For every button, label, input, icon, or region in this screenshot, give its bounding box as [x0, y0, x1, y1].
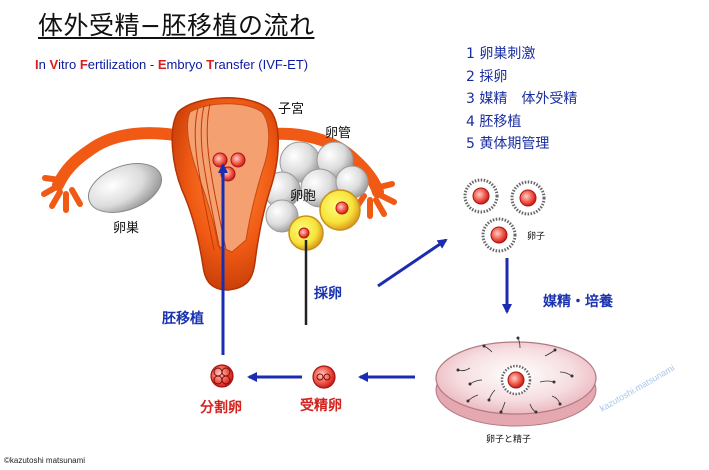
subtitle-part: itro — [58, 57, 80, 72]
label-cleaving: 分割卵 — [200, 400, 242, 416]
step-item: 5 黄体期管理 — [466, 136, 550, 152]
subtitle-part: ransfer (IVF-ET) — [214, 57, 309, 72]
label-transfer: 胚移植 — [162, 311, 204, 327]
follicle-cluster — [263, 141, 369, 251]
petri-dish — [435, 336, 597, 427]
label-fertilized: 受精卵 — [300, 398, 342, 414]
label-oviduct: 卵管 — [325, 126, 352, 141]
subtitle-part: V — [49, 57, 59, 72]
label-oocyte: 卵子 — [527, 232, 546, 242]
subtitle-part: E — [157, 57, 167, 72]
left-oviduct — [41, 127, 181, 213]
subtitle-part: F — [79, 57, 88, 72]
subtitle-part: T — [206, 57, 215, 72]
label-oocyte-sperm: 卵子と精子 — [486, 435, 532, 445]
subtitle: In Vitro Fertilization - Embryo Transfer… — [35, 57, 308, 72]
subtitle-part: ertilization - — [87, 57, 158, 72]
subtitle-part: mbryo — [166, 57, 207, 72]
step-item: 1 卵巣刺激 — [466, 46, 536, 62]
step-item: 3 媒精 体外受精 — [466, 91, 578, 107]
step-item: 4 胚移植 — [466, 113, 522, 130]
fertilized-egg — [312, 365, 336, 389]
label-follicle: 卵胞 — [290, 189, 317, 204]
step-list: 1 卵巣刺激 2 採卵 3 媒精 体外受精 4 胚移植 5 黄体期管理 — [466, 43, 577, 156]
oocytes — [463, 178, 546, 253]
copyright: ©kazutoshi matsunami — [4, 456, 86, 465]
label-uterus: 子宮 — [278, 102, 305, 117]
label-retrieval: 採卵 — [314, 286, 342, 302]
step-item: 2 採卵 — [466, 68, 508, 85]
arrow-to-oocytes — [377, 238, 448, 288]
subtitle-part: I — [35, 57, 39, 72]
page-title: 体外受精−胚移植の流れ — [38, 11, 315, 40]
left-ovary — [88, 163, 162, 213]
uterus — [171, 97, 279, 291]
subtitle-part: n — [38, 57, 50, 72]
label-insemination: 媒精・培養 — [543, 294, 613, 310]
cleaving-egg — [210, 364, 234, 388]
label-ovary: 卵巣 — [113, 221, 140, 236]
